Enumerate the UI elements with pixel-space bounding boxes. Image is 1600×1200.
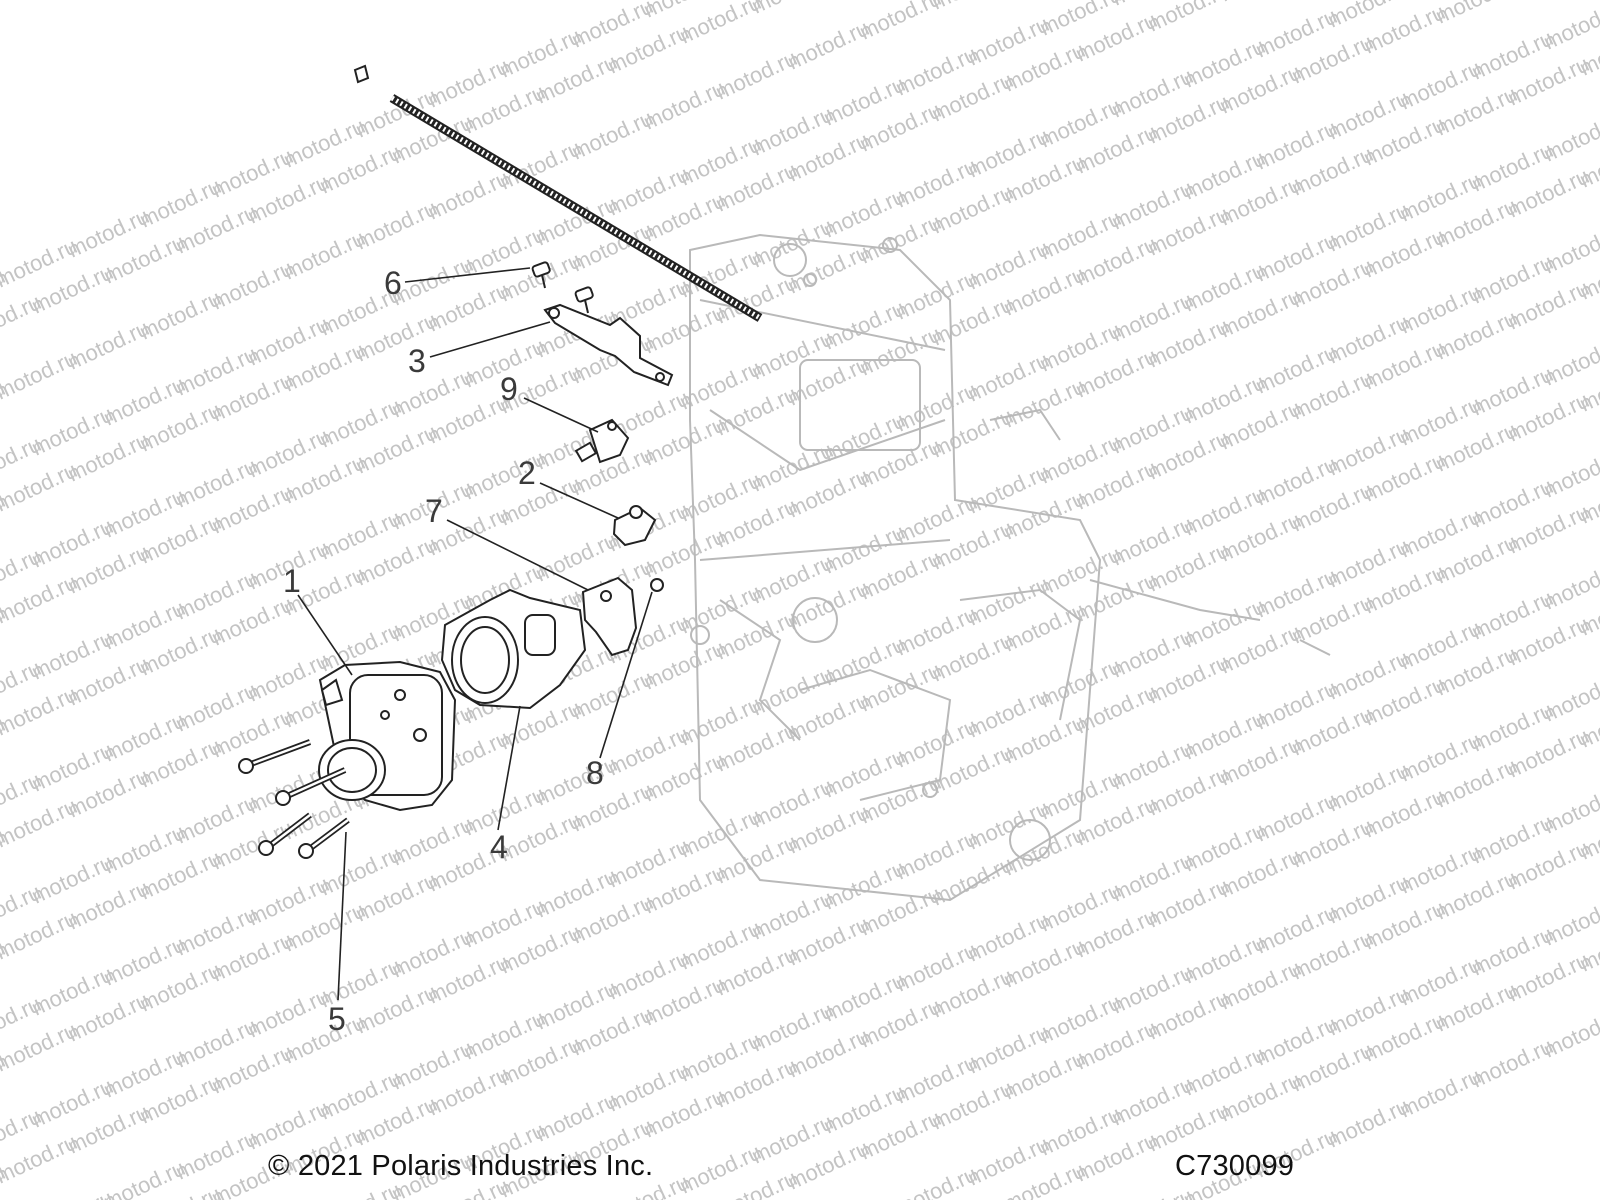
- watermark-text: motod.ru: [1540, 443, 1600, 502]
- watermark-text: motod.ru: [1216, 0, 1305, 7]
- callout-3: 3: [408, 343, 426, 379]
- connector-part-2: [612, 505, 657, 547]
- callout-8: 8: [586, 755, 604, 791]
- sensor-bracket-part-7: [581, 576, 638, 657]
- watermark-text: motod.ru: [928, 0, 1017, 15]
- watermark-text: motod.ru: [0, 1159, 9, 1200]
- callout-7: 7: [425, 493, 443, 529]
- bracket-part-3: [543, 303, 674, 387]
- watermark-text: motod.ru: [1540, 331, 1600, 390]
- watermark-text: motod.ru: [1144, 0, 1233, 37]
- throttle-body-part-1: [318, 660, 457, 812]
- sensor-part-9: [574, 418, 630, 464]
- callout-labels: 1 2 3 4 5 6 7 8 9: [283, 265, 604, 1037]
- watermark-text: motod.ru: [676, 0, 765, 49]
- engine-block-outline: [689, 233, 1331, 902]
- watermark-text: motod.ru: [1540, 219, 1600, 278]
- watermark-text: motod.ru: [1540, 667, 1600, 726]
- adapter-part-4: [440, 588, 587, 710]
- watermark-text: motod.ru: [748, 0, 837, 19]
- bolt-set-part-5: [238, 739, 350, 859]
- watermark-text: motod.ru: [1540, 107, 1600, 166]
- screw-part-8: [650, 578, 664, 592]
- callout-1: 1: [283, 563, 301, 599]
- callout-4: 4: [490, 829, 508, 865]
- bolt-pair-part-6: [531, 261, 594, 314]
- figure-code: C730099: [1175, 1150, 1295, 1182]
- watermark-text: motod.ru: [1540, 891, 1600, 950]
- leader-lines: [297, 267, 653, 1001]
- callout-5: 5: [328, 1001, 346, 1037]
- watermark-text: motod.ru: [1540, 1003, 1600, 1062]
- callout-9: 9: [500, 371, 518, 407]
- watermark-text: motod.ru: [1540, 779, 1600, 838]
- copyright-text: © 2021 Polaris Industries Inc.: [268, 1150, 654, 1182]
- watermark-text: motod.ru: [1540, 555, 1600, 614]
- watermark-text: motod.ru: [856, 0, 945, 45]
- watermark-text: motod.ru: [1540, 0, 1600, 55]
- watermark-text: motod.ru: [1432, 0, 1521, 29]
- threaded-rod: [353, 64, 763, 322]
- callout-2: 2: [518, 455, 536, 491]
- callout-6: 6: [384, 265, 402, 301]
